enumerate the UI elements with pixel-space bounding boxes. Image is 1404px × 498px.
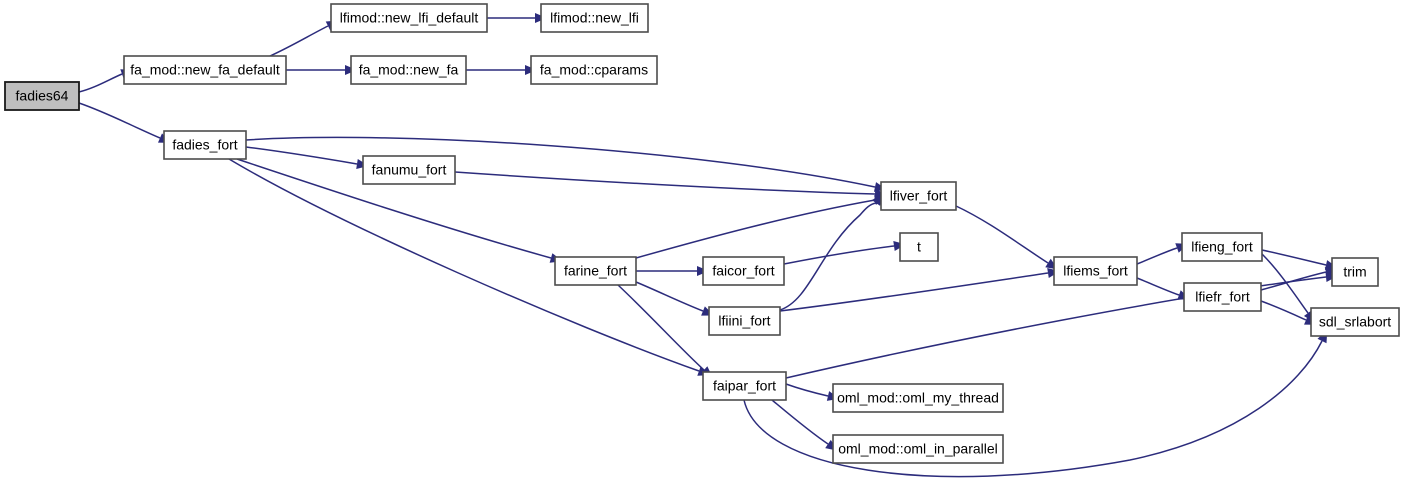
edge-new_lfi_default-to-new_lfi bbox=[487, 13, 547, 23]
node-label: faicor_fort bbox=[712, 263, 774, 279]
node-t[interactable]: t bbox=[899, 232, 939, 262]
node-box[interactable] bbox=[702, 371, 787, 401]
node-label: fa_mod::new_fa_default bbox=[130, 62, 280, 78]
node-box[interactable] bbox=[702, 256, 785, 286]
node-box[interactable] bbox=[708, 306, 781, 336]
node-fadies_fort[interactable]: fadies_fort bbox=[163, 130, 247, 160]
node-box[interactable] bbox=[123, 55, 287, 85]
node-box[interactable] bbox=[540, 3, 649, 33]
edge-fadies_fort-to-lfiver_fort bbox=[245, 136, 887, 192]
nodes-layer: fadies64 fa_mod::new_fa_default lfimod::ne… bbox=[4, 3, 1400, 464]
node-label: fadies_fort bbox=[172, 137, 237, 153]
node-cparams[interactable]: fa_mod::cparams bbox=[530, 55, 658, 85]
edge-lfiver_fort-to-lfiems_fort bbox=[955, 205, 1059, 270]
node-label: farine_fort bbox=[564, 263, 627, 279]
node-lfiems_fort[interactable]: lfiems_fort bbox=[1053, 256, 1138, 286]
node-faicor_fort[interactable]: faicor_fort bbox=[702, 256, 785, 286]
edge-faipar_fort-to-oml_in_parallel bbox=[771, 399, 838, 451]
node-label: t bbox=[917, 239, 921, 255]
node-label: oml_mod::oml_in_parallel bbox=[838, 441, 998, 457]
node-fanumu_fort[interactable]: fanumu_fort bbox=[362, 155, 456, 185]
edge-farine_fort-to-faicor_fort bbox=[636, 266, 709, 276]
node-lfieng_fort[interactable]: lfieng_fort bbox=[1181, 232, 1263, 262]
node-new_lfi[interactable]: lfimod::new_lfi bbox=[540, 3, 649, 33]
edge-lfiini_fort-to-lfiems_fort bbox=[779, 268, 1060, 312]
node-box[interactable] bbox=[1181, 232, 1263, 262]
node-fadies64[interactable]: fadies64 bbox=[4, 81, 80, 111]
node-label: lfiini_fort bbox=[718, 313, 770, 329]
node-box[interactable] bbox=[163, 130, 247, 160]
edge-faicor_fort-to-t bbox=[783, 241, 906, 265]
node-faipar_fort[interactable]: faipar_fort bbox=[702, 371, 787, 401]
node-box[interactable] bbox=[1053, 256, 1138, 286]
node-label: sdl_srlabort bbox=[1319, 314, 1391, 330]
node-trim[interactable]: trim bbox=[1331, 257, 1379, 287]
node-box[interactable] bbox=[350, 55, 467, 85]
node-label: oml_mod::oml_my_thread bbox=[837, 390, 999, 406]
node-box[interactable] bbox=[1310, 307, 1400, 337]
edge-farine_fort-to-faipar_fort bbox=[617, 284, 713, 379]
node-lfiver_fort[interactable]: lfiver_fort bbox=[880, 181, 957, 211]
node-label: lfieng_fort bbox=[1191, 239, 1253, 255]
node-label: trim bbox=[1343, 264, 1366, 280]
node-box[interactable] bbox=[530, 55, 658, 85]
node-box[interactable] bbox=[362, 155, 456, 185]
node-label: fa_mod::new_fa bbox=[359, 62, 459, 78]
node-sdl_srlabort[interactable]: sdl_srlabort bbox=[1310, 307, 1400, 337]
node-new_fa[interactable]: fa_mod::new_fa bbox=[350, 55, 467, 85]
node-lfiini_fort[interactable]: lfiini_fort bbox=[708, 306, 781, 336]
node-label: fadies64 bbox=[16, 88, 69, 104]
node-box[interactable] bbox=[330, 3, 488, 33]
node-box[interactable] bbox=[899, 232, 939, 262]
node-new_lfi_default[interactable]: lfimod::new_lfi_default bbox=[330, 3, 488, 33]
edge-lfiini_fort-to-lfiver_fort bbox=[779, 193, 883, 311]
node-lfiefr_fort[interactable]: lfiefr_fort bbox=[1183, 282, 1262, 312]
node-oml_in_parallel[interactable]: oml_mod::oml_in_parallel bbox=[832, 434, 1004, 464]
node-box[interactable] bbox=[832, 434, 1004, 464]
node-box[interactable] bbox=[1183, 282, 1262, 312]
edge-fadies_fort-to-fanumu_fort bbox=[245, 146, 369, 169]
node-label: lfimod::new_lfi bbox=[550, 10, 639, 26]
node-new_fa_default[interactable]: fa_mod::new_fa_default bbox=[123, 55, 287, 85]
node-label: lfiver_fort bbox=[890, 188, 948, 204]
node-label: lfiefr_fort bbox=[1195, 289, 1250, 305]
node-label: lfimod::new_lfi_default bbox=[340, 10, 479, 26]
edge-new_fa-to-cparams bbox=[466, 65, 537, 75]
arrowhead-icon bbox=[871, 193, 883, 206]
node-box[interactable] bbox=[832, 383, 1004, 413]
node-label: lfiems_fort bbox=[1063, 263, 1128, 279]
node-box[interactable] bbox=[880, 181, 957, 211]
edge-faipar_fort-to-sdl_srlabort bbox=[743, 330, 1328, 478]
node-label: faipar_fort bbox=[713, 378, 776, 394]
node-label: fanumu_fort bbox=[372, 162, 447, 178]
edge-fadies_fort-to-faipar_fort bbox=[228, 158, 711, 376]
edges-layer bbox=[78, 13, 1338, 478]
node-label: fa_mod::cparams bbox=[540, 62, 648, 78]
node-box[interactable] bbox=[4, 81, 80, 111]
node-box[interactable] bbox=[1331, 257, 1379, 287]
node-farine_fort[interactable]: farine_fort bbox=[554, 256, 637, 286]
edge-fanumu_fort-to-lfiver_fort bbox=[454, 171, 887, 199]
edge-new_fa_default-to-new_fa bbox=[286, 65, 357, 75]
node-oml_my_thread[interactable]: oml_mod::oml_my_thread bbox=[832, 383, 1004, 413]
node-box[interactable] bbox=[554, 256, 637, 286]
edge-fadies64-to-fadies_fort bbox=[78, 102, 171, 143]
